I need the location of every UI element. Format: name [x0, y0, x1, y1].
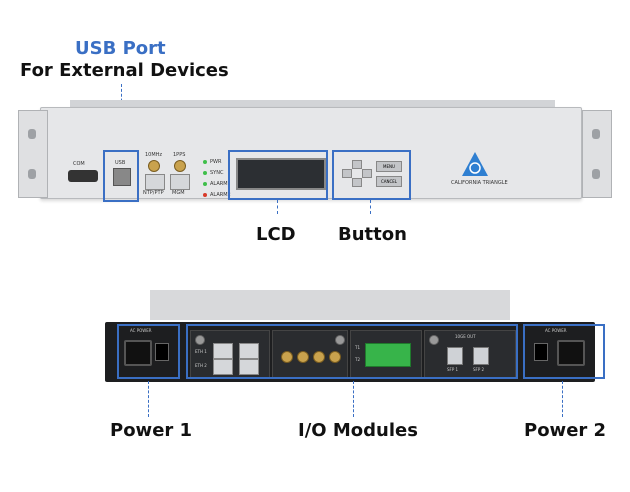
power1-highlight-box	[117, 324, 180, 379]
terminal-label: T1	[355, 345, 360, 350]
pps-label: 1PPS	[173, 152, 186, 158]
mgm-label: MGM	[172, 190, 185, 196]
usb-label: USB	[115, 160, 126, 166]
power1-callout: Power 1	[110, 420, 193, 441]
sfp-label: SFP 1	[447, 367, 459, 372]
freq-label: 10MHz	[145, 152, 163, 158]
pps-connector[interactable]	[174, 160, 186, 172]
rack-hole	[28, 169, 36, 179]
io-module-sfp: 10GE OUT SFP 1 SFP 2	[424, 330, 516, 378]
sma-connector[interactable]	[329, 351, 341, 363]
brand-logo-icon	[462, 152, 488, 176]
power2-callout-line	[562, 381, 563, 417]
led-label: SYNC	[210, 169, 224, 176]
ntp-label: NTP/PTP	[143, 190, 164, 196]
sfp-port[interactable]	[473, 347, 489, 365]
screw-icon	[195, 335, 205, 345]
sma-connector[interactable]	[313, 351, 325, 363]
ac-power-right-label: AC POWER	[545, 328, 567, 333]
left-button[interactable]	[342, 169, 352, 178]
usb-highlight-box	[103, 150, 139, 202]
usb-port-title: USB Port	[75, 38, 166, 59]
button-callout: Button	[338, 224, 407, 245]
terminal-label: T2	[355, 357, 360, 362]
eth-label: ETH 2	[195, 363, 207, 368]
rack-hole	[592, 129, 600, 139]
screw-icon	[429, 335, 439, 345]
power1-callout-line	[148, 381, 149, 417]
led-label: ALARM2	[210, 191, 231, 198]
io-modules-highlight-box	[186, 324, 518, 379]
brand-name: CALIFORNIA TRIANGLE	[451, 180, 508, 186]
sma-connector[interactable]	[297, 351, 309, 363]
power2-highlight-box	[523, 324, 605, 379]
mgm-port[interactable]	[170, 174, 190, 190]
ethernet-port[interactable]	[213, 359, 233, 375]
button-pad: MENU CANCEL	[340, 160, 404, 190]
rack-hole	[592, 169, 600, 179]
power-switch[interactable]	[534, 343, 548, 361]
freq-connector[interactable]	[148, 160, 160, 172]
led-icon	[203, 159, 207, 164]
sfp-title: 10GE OUT	[455, 334, 476, 339]
ethernet-port[interactable]	[239, 343, 259, 359]
ethernet-port[interactable]	[239, 359, 259, 375]
eth-label: ETH 1	[195, 349, 207, 354]
up-button[interactable]	[352, 160, 362, 169]
lcd-screen	[236, 158, 326, 190]
rack-ear-left	[18, 110, 48, 198]
io-callout-line	[353, 381, 354, 417]
back-chassis-top	[150, 290, 510, 320]
rack-hole	[28, 129, 36, 139]
io-modules-callout: I/O Modules	[298, 420, 418, 441]
button-highlight-box	[332, 150, 411, 200]
cancel-button[interactable]: CANCEL	[376, 176, 402, 187]
sma-connector[interactable]	[281, 351, 293, 363]
rack-ear-right	[582, 110, 612, 198]
right-button[interactable]	[362, 169, 372, 178]
com-port[interactable]	[68, 170, 98, 182]
ac-power-left-label: AC POWER	[130, 328, 152, 333]
lcd-callout-line	[277, 200, 278, 214]
led-label: PWR	[210, 158, 222, 165]
io-module-sma	[272, 330, 348, 378]
lcd-highlight-box	[228, 150, 328, 200]
menu-button[interactable]: MENU	[376, 161, 402, 172]
led-icon	[203, 181, 207, 186]
down-button[interactable]	[352, 178, 362, 187]
usb-port-subtitle: For External Devices	[20, 60, 229, 81]
led-icon	[203, 192, 207, 197]
com-label: COM	[73, 161, 85, 167]
ntp-port[interactable]	[145, 174, 165, 190]
button-callout-line	[370, 200, 371, 214]
io-module-terminal: T1 T2	[350, 330, 422, 378]
front-chassis-top	[70, 100, 555, 110]
power-socket-icon[interactable]	[124, 340, 152, 366]
ethernet-port[interactable]	[213, 343, 233, 359]
power-socket-icon[interactable]	[557, 340, 585, 366]
led-icon	[203, 170, 207, 175]
terminal-block[interactable]	[365, 343, 411, 367]
power2-callout: Power 2	[524, 420, 607, 441]
lcd-callout: LCD	[256, 224, 296, 245]
sfp-port[interactable]	[447, 347, 463, 365]
io-module-ethernet: ETH 1 ETH 2	[190, 330, 270, 378]
screw-icon	[335, 335, 345, 345]
led-group: PWR SYNC ALARM ALARM2	[203, 156, 231, 200]
led-label: ALARM	[210, 180, 228, 187]
sfp-label: SFP 2	[473, 367, 485, 372]
usb-port[interactable]	[113, 168, 131, 186]
power-switch[interactable]	[155, 343, 169, 361]
